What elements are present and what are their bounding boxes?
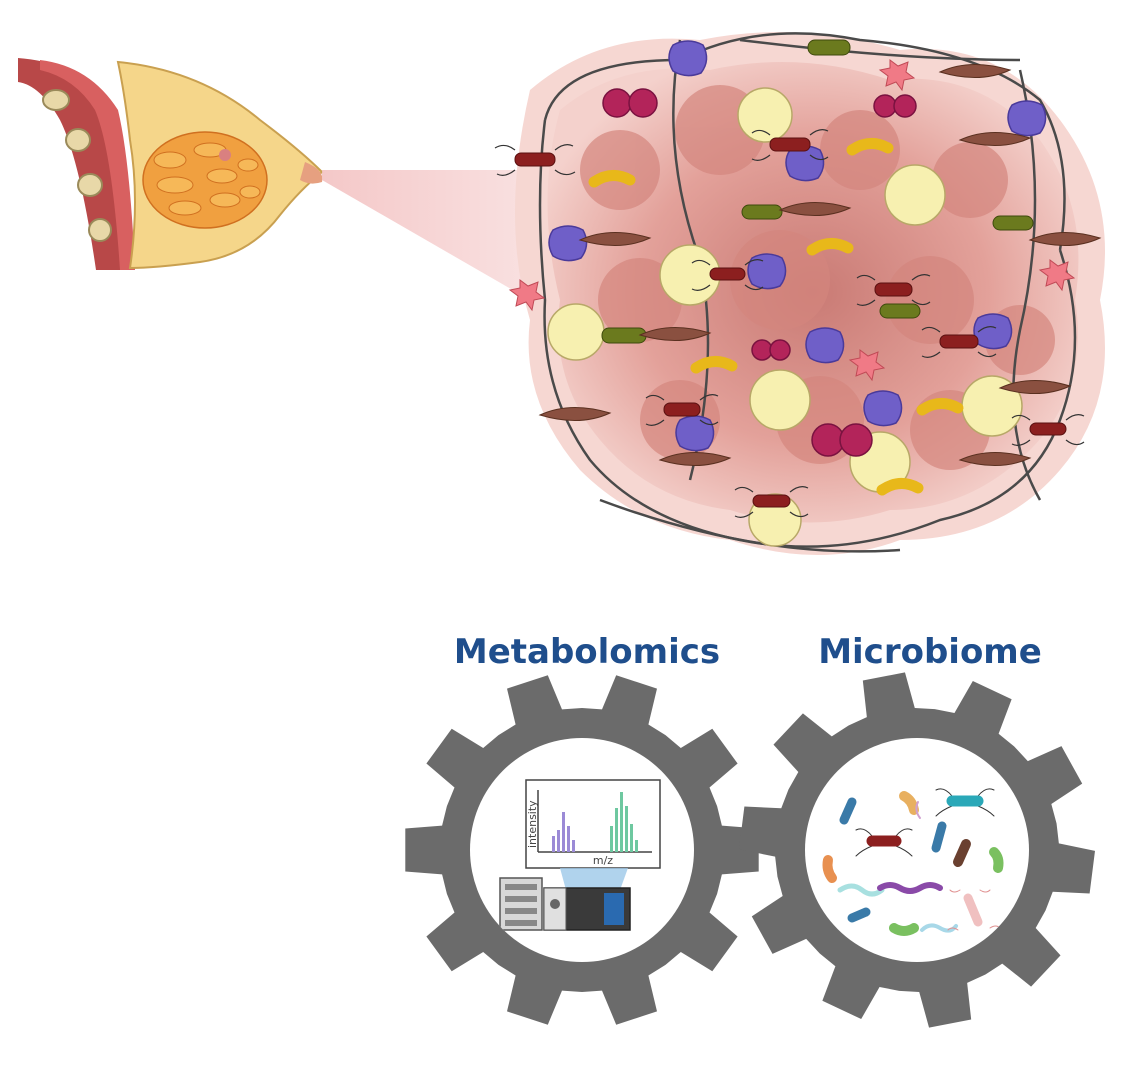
spectrum-plot [525, 779, 661, 869]
tumor-microenvironment-icon [494, 32, 1105, 555]
ion-beam [560, 868, 628, 890]
metabolomics-label: Metabolomics [454, 632, 720, 672]
bacteria-icon [494, 129, 1085, 518]
microbiome-label: Microbiome [818, 632, 1042, 672]
breast-anatomy-icon [18, 58, 324, 270]
y-axis-label: intensity [526, 800, 539, 848]
zoom-cone [322, 170, 530, 300]
x-axis-label: m/z [593, 854, 613, 867]
mass-spectrometer-icon [499, 877, 631, 931]
